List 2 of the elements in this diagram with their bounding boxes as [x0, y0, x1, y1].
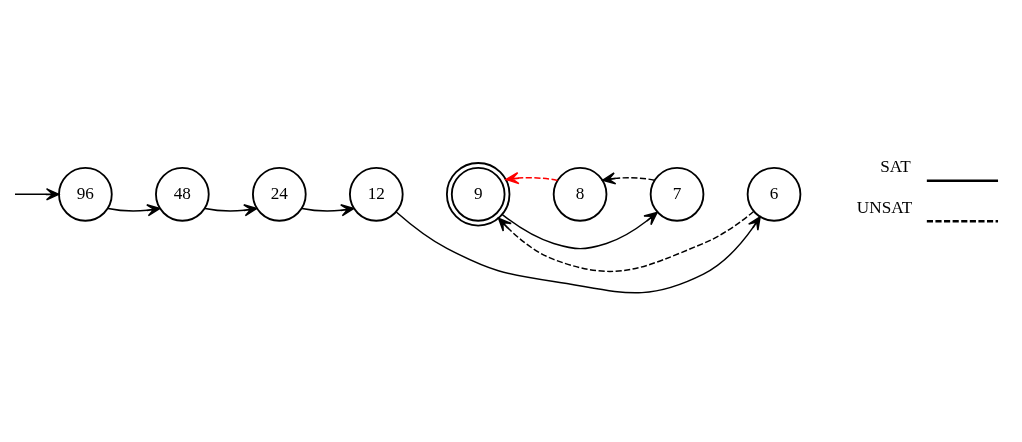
legend-label: SAT	[879, 157, 911, 177]
legend-label: UNSAT	[856, 197, 912, 217]
